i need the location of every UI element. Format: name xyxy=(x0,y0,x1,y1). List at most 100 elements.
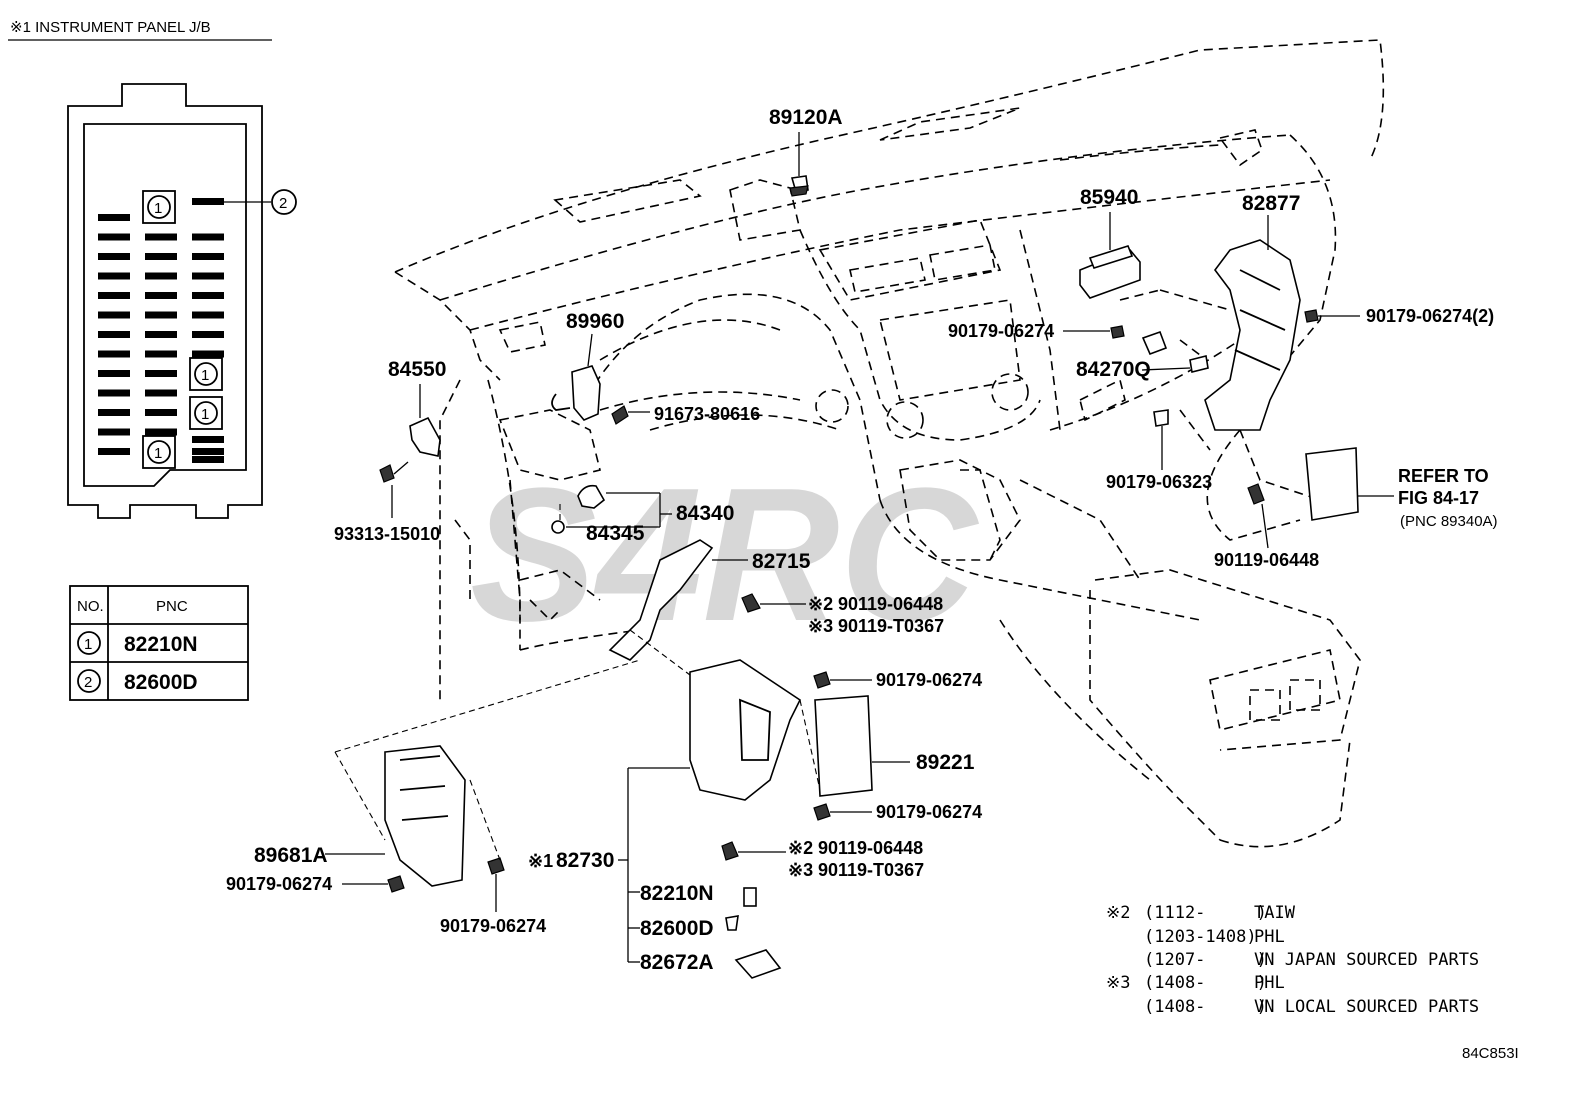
note-mark: ※3 xyxy=(788,860,813,880)
fuse-slot xyxy=(98,233,130,241)
fuse-box-marker xyxy=(189,396,223,430)
note-mark: ※3 xyxy=(808,616,833,636)
fuse-marker-label: 1 xyxy=(201,367,209,384)
part-label: 89120A xyxy=(769,106,843,129)
part-label: 82672A xyxy=(640,951,714,974)
part-label: 82210N xyxy=(640,882,714,905)
part-label: 90179-06274 xyxy=(876,670,982,690)
fuse-slot xyxy=(192,272,224,280)
fuse-slot xyxy=(98,272,130,280)
part-label: 90179-06274 xyxy=(226,874,332,894)
figure-code: 84C853I xyxy=(1462,1045,1519,1062)
part-label: 82600D xyxy=(640,917,714,940)
fuse-slot xyxy=(192,292,224,299)
note-range: (1408- ) xyxy=(1144,973,1267,993)
part-label: 84345 xyxy=(586,522,645,545)
part-90179-06274-nut xyxy=(1063,309,1360,339)
part-label: 89221 xyxy=(916,751,975,774)
part-82730-fasteners xyxy=(618,767,786,979)
callout-label: 2 xyxy=(279,195,287,212)
junction-box: 1 1 1 1 2 xyxy=(67,83,297,519)
fuse-slot xyxy=(98,253,130,260)
part-label: 90179-06274 xyxy=(948,321,1054,341)
part-84345-clip xyxy=(551,514,661,534)
refer-line: FIG 84-17 xyxy=(1398,488,1479,508)
fuse-slot xyxy=(98,409,130,416)
fuse-slot xyxy=(192,350,224,358)
fuse-slot xyxy=(98,292,130,299)
part-82715-bracket xyxy=(608,539,806,661)
fuse-slot xyxy=(145,350,177,358)
part-label: 82877 xyxy=(1242,192,1300,215)
fuse-slot xyxy=(192,448,224,455)
part-label: 90119-T0367 xyxy=(818,860,924,880)
fuse-slot xyxy=(192,331,224,338)
part-label: 89960 xyxy=(566,310,624,333)
fuse-slot xyxy=(98,389,130,397)
part-84270Q-clips xyxy=(1141,330,1209,470)
fuse-marker-label: 1 xyxy=(201,406,209,423)
fuse-box-marker xyxy=(142,190,176,224)
note-text: TAIW xyxy=(1254,903,1296,923)
fuse-slot xyxy=(145,292,177,299)
note-mark: ※1 xyxy=(528,851,553,871)
part-label: 90179-06274(2) xyxy=(1366,306,1494,326)
fuse-slot xyxy=(98,311,130,319)
part-89221-ecu xyxy=(813,671,910,821)
pnc-table: NO. PNC 1 82210N 2 82600D xyxy=(69,585,249,701)
dashboard-outline xyxy=(394,39,1385,848)
part-label: 90119-06448 xyxy=(818,838,923,858)
part-85940-module xyxy=(1079,212,1141,299)
pnc-col-pnc: PNC xyxy=(156,598,188,615)
note-text: PHL xyxy=(1254,973,1285,993)
fuse-box-marker xyxy=(142,435,176,469)
part-89681A-ecu xyxy=(325,745,505,912)
fuse-slot xyxy=(192,198,224,205)
fuse-slot xyxy=(192,233,224,241)
pnc-row-no: 1 xyxy=(84,636,92,653)
part-label: 89681A xyxy=(254,844,328,867)
fuse-rows xyxy=(98,198,224,463)
refer-line: (PNC 89340A) xyxy=(1400,513,1498,530)
fuse-slot xyxy=(145,409,177,416)
fuse-slot xyxy=(145,233,177,241)
note-mark: ※2 xyxy=(788,838,813,858)
fuse-slot xyxy=(145,370,177,377)
fuse-slot xyxy=(145,272,177,280)
part-84340-switch xyxy=(577,484,672,515)
part-label: 84270Q xyxy=(1076,358,1151,381)
part-89120A-clip xyxy=(789,132,809,197)
fuse-slot xyxy=(192,436,224,443)
fuse-slot xyxy=(98,428,130,436)
part-label: 90179-06274 xyxy=(440,916,546,936)
part-label: 90179-06323 xyxy=(1106,472,1212,492)
part-labels: 89120A 85940 82877 90179-06274(2) 90179-… xyxy=(226,106,1498,974)
fuse-slot xyxy=(145,253,177,260)
fuse-slot xyxy=(192,456,224,463)
fuse-slot xyxy=(145,389,177,397)
part-label: 82715 xyxy=(752,550,811,573)
part-label: 82730 xyxy=(556,849,614,872)
part-82877-bracket xyxy=(1204,215,1301,431)
part-89960-sensor xyxy=(551,333,601,421)
fuse-slot xyxy=(192,253,224,260)
fuse-slot xyxy=(98,214,130,221)
refer-line: REFER TO xyxy=(1398,466,1489,486)
fuse-slot xyxy=(98,370,130,377)
watermark: S4RC xyxy=(470,449,980,661)
fuse-slot xyxy=(98,350,130,358)
fuse-box-marker xyxy=(189,357,223,391)
part-label: 90119-06448 xyxy=(1214,550,1319,570)
part-refer-89340A xyxy=(1247,447,1394,549)
part-label: 85940 xyxy=(1080,186,1138,209)
fuse-slot xyxy=(145,311,177,319)
note-text: VN JAPAN SOURCED PARTS xyxy=(1254,950,1479,970)
pnc-col-no: NO. xyxy=(77,598,104,615)
fuse-slot xyxy=(145,428,177,436)
part-label: 84340 xyxy=(676,502,734,525)
fuse-marker-label: 1 xyxy=(154,445,162,462)
part-label: 84550 xyxy=(388,358,446,381)
note-mark: ※2 xyxy=(808,594,833,614)
header-title: ※1 INSTRUMENT PANEL J/B xyxy=(10,19,211,36)
